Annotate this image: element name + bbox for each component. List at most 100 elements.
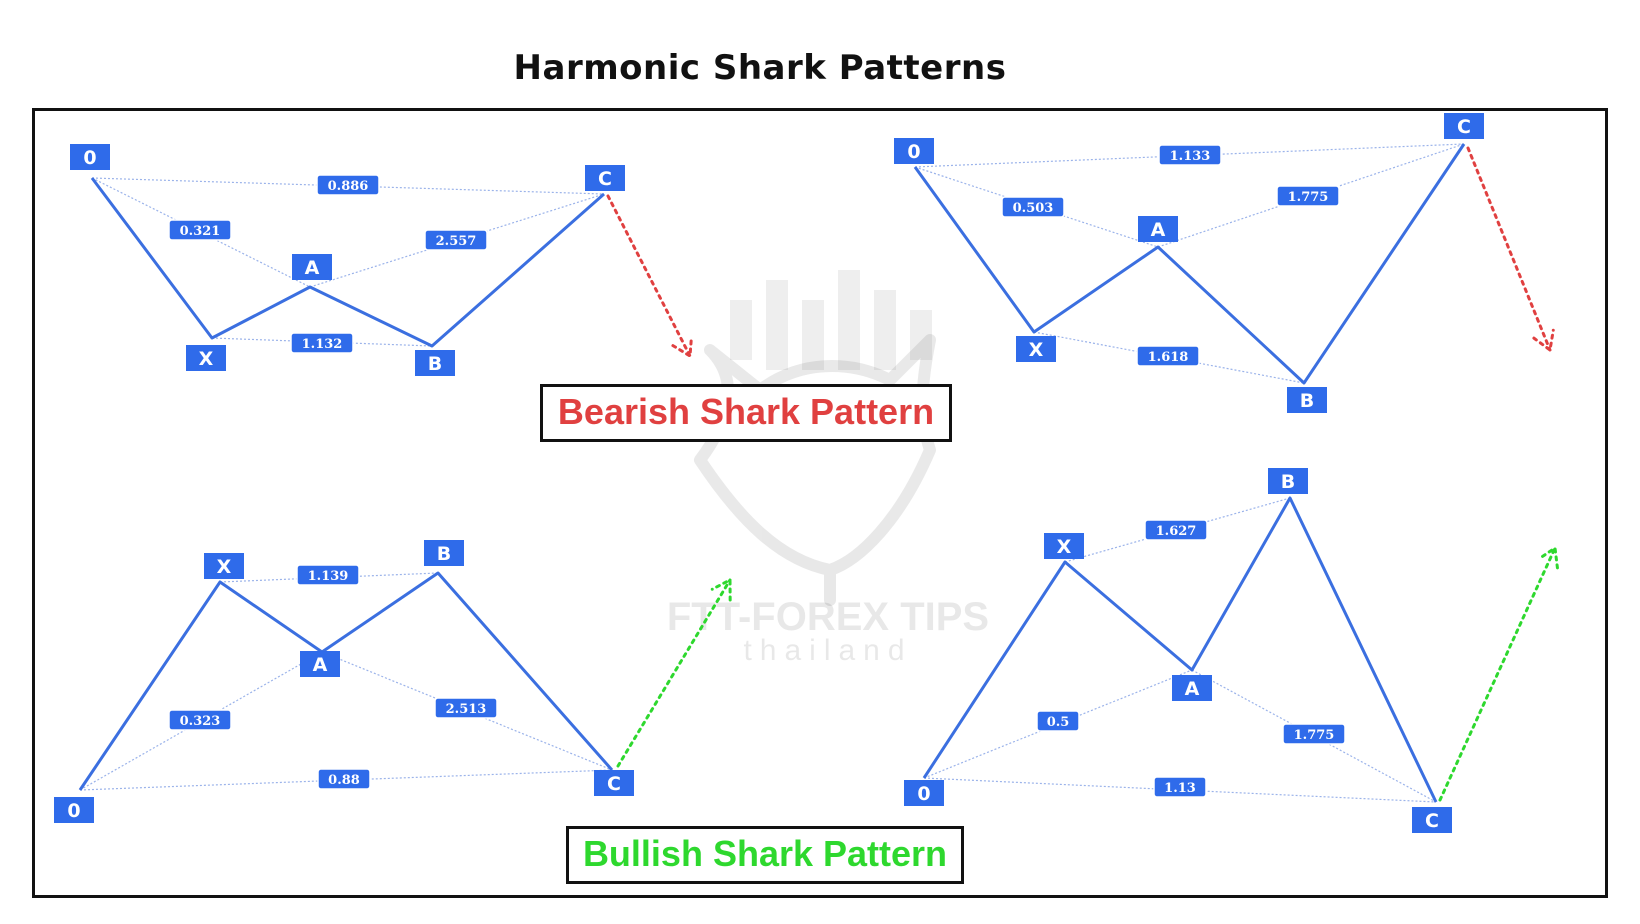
point-label: 0 xyxy=(917,783,930,805)
ratio-label-box xyxy=(1136,345,1200,367)
ratio-label-O_C: 1.133 xyxy=(1158,144,1222,166)
bull-logo-icon xyxy=(694,334,936,606)
point-O: 0 xyxy=(70,144,110,170)
candlestick-icon xyxy=(730,270,932,370)
point-box xyxy=(1412,807,1452,833)
ratio-value: 1.13 xyxy=(1164,781,1196,796)
watermark: FTT-FOREX TIPS thailand xyxy=(667,270,989,667)
watermark-sub: thailand xyxy=(743,634,912,667)
point-box xyxy=(424,540,464,566)
ratio-label-O_A: 0.323 xyxy=(168,709,232,731)
bullish-projection-arrow xyxy=(616,578,732,768)
arrowhead-icon xyxy=(1532,328,1555,353)
ratio-label-O_A: 0.503 xyxy=(1001,196,1065,218)
ratio-label-X_B: 1.618 xyxy=(1136,345,1200,367)
point-A: A xyxy=(1138,216,1178,242)
arrowhead-icon xyxy=(1536,545,1559,570)
ratio-label-A_C: 1.775 xyxy=(1276,185,1340,207)
point-box xyxy=(1444,113,1484,139)
point-C: C xyxy=(585,165,625,191)
ratio-value: 2.513 xyxy=(446,702,487,717)
ratio-value: 0.503 xyxy=(1013,201,1054,216)
ratio-label-box xyxy=(168,709,232,731)
patterns-layer: 0.8860.3212.5571.1320XABC1.1330.5031.775… xyxy=(54,113,1559,833)
ratio-label-A_C: 1.775 xyxy=(1282,723,1346,745)
bearish-projection-arrow xyxy=(1466,146,1552,352)
point-label: A xyxy=(305,257,320,279)
ratio-label-box xyxy=(1158,144,1222,166)
guide-line-O-A xyxy=(914,166,1159,248)
point-box xyxy=(1268,468,1308,494)
ratio-value: 0.5 xyxy=(1047,715,1070,730)
ratio-value: 0.321 xyxy=(180,224,221,239)
ratio-label-box xyxy=(1036,710,1080,732)
guide-line-O-C xyxy=(914,143,1465,168)
point-label: X xyxy=(1057,536,1072,558)
ratio-label-O_A: 0.5 xyxy=(1036,710,1080,732)
point-B: B xyxy=(1287,387,1327,413)
point-A: A xyxy=(1172,675,1212,701)
ratio-value: 1.775 xyxy=(1288,190,1329,205)
ratio-label-box xyxy=(1276,185,1340,207)
pattern-legs xyxy=(90,177,605,348)
point-B: B xyxy=(1268,468,1308,494)
ratio-label-X_B: 1.132 xyxy=(290,332,354,354)
point-A: A xyxy=(300,651,340,677)
point-box xyxy=(1287,387,1327,413)
ratio-label-box xyxy=(296,564,360,586)
point-label: A xyxy=(1151,219,1166,241)
ratio-label-X_B: 1.139 xyxy=(296,564,360,586)
point-box xyxy=(300,651,340,677)
point-label: C xyxy=(1457,116,1471,138)
ratio-value: 1.133 xyxy=(1170,149,1211,164)
arrowhead-icon xyxy=(710,577,732,602)
ratio-label-box xyxy=(316,174,380,196)
point-box xyxy=(894,138,934,164)
ratio-value: 1.775 xyxy=(1294,728,1335,743)
point-C: C xyxy=(1444,113,1484,139)
point-label: A xyxy=(313,654,328,676)
ratio-label-box xyxy=(317,768,371,790)
ratio-value: 1.627 xyxy=(1156,524,1197,539)
ratio-label-box xyxy=(424,229,488,251)
ratio-value: 0.886 xyxy=(328,179,369,194)
bearish-caption: Bearish Shark Pattern xyxy=(540,384,952,442)
ratio-value: 0.323 xyxy=(180,714,221,729)
ratio-label-box xyxy=(434,697,498,719)
point-box xyxy=(292,254,332,280)
ratio-label-box xyxy=(1153,776,1207,798)
ratio-label-box xyxy=(1282,723,1346,745)
point-label: C xyxy=(607,773,621,795)
arrowhead-icon xyxy=(671,334,694,359)
point-box xyxy=(1016,336,1056,362)
point-C: C xyxy=(1412,807,1452,833)
watermark-brand: FTT-FOREX TIPS xyxy=(667,595,989,639)
point-A: A xyxy=(292,254,332,280)
point-box xyxy=(1138,216,1178,242)
pattern-legs xyxy=(922,496,1438,803)
point-label: 0 xyxy=(67,800,80,822)
point-label: X xyxy=(1029,339,1044,361)
point-label: B xyxy=(1281,471,1295,493)
pattern-legs xyxy=(913,143,1466,385)
point-label: B xyxy=(437,543,451,565)
point-label: B xyxy=(428,353,442,375)
point-X: X xyxy=(204,553,244,579)
ratio-label-box xyxy=(1001,196,1065,218)
diagram-frame xyxy=(32,108,1608,898)
bullish-caption: Bullish Shark Pattern xyxy=(566,826,964,884)
ratio-label-O_C: 0.886 xyxy=(316,174,380,196)
ratio-label-O_C: 0.88 xyxy=(317,768,371,790)
point-X: X xyxy=(1016,336,1056,362)
ratio-label-box xyxy=(290,332,354,354)
pattern-bullish-1: 1.139 0.323 2.513 0.88 0 X A B C xyxy=(54,540,732,823)
guide-line-X-B xyxy=(211,337,433,347)
page-title: Harmonic Shark Patterns xyxy=(513,48,1007,88)
ratio-label-box xyxy=(168,219,232,241)
bearish-projection-arrow xyxy=(606,194,692,358)
bullish-projection-arrow xyxy=(1438,546,1557,802)
point-label: A xyxy=(1185,678,1200,700)
point-box xyxy=(415,350,455,376)
